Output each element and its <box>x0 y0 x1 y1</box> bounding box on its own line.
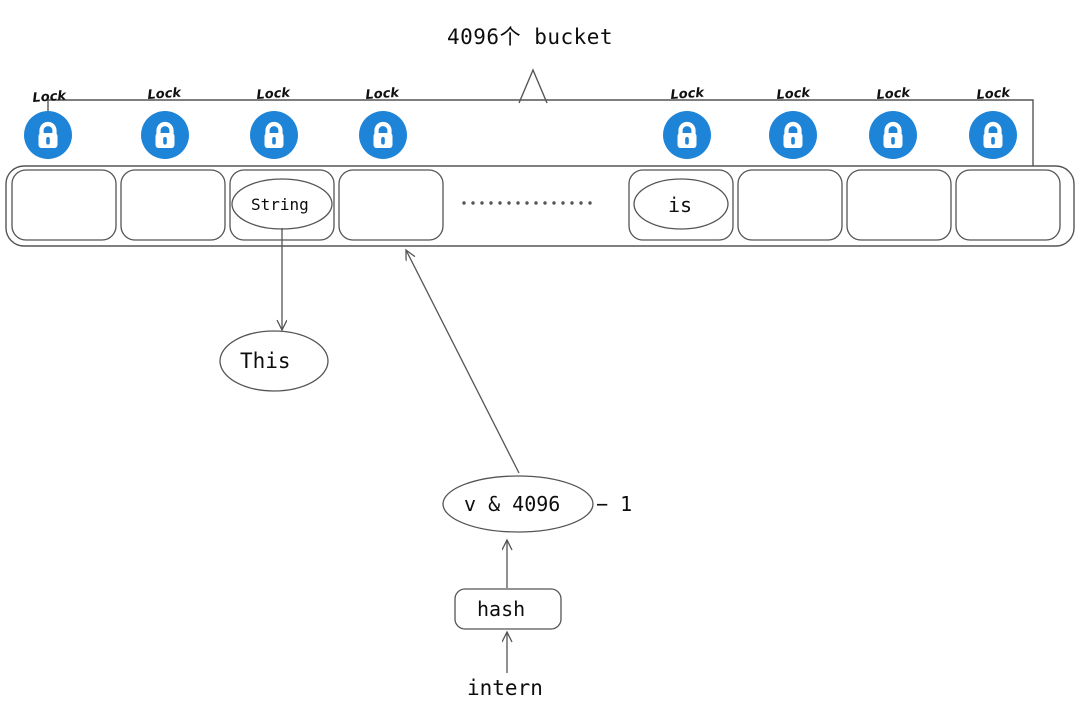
lock-icon-3[interactable] <box>359 111 407 159</box>
bucket-cell <box>11 169 117 241</box>
bucket-cell <box>955 169 1061 241</box>
hash-node-box <box>454 588 562 630</box>
intern-node-label: intern <box>467 676 543 700</box>
this-node-label: This <box>240 349 291 373</box>
lock-label-4: Lock <box>670 85 705 103</box>
is-node-ellipse <box>633 178 729 230</box>
bucket-cell <box>737 169 843 241</box>
lock-label-0: Lock <box>32 88 67 106</box>
is-node-label: is <box>668 193 693 217</box>
lock-label-2: Lock <box>256 85 291 103</box>
lock-label-3: Lock <box>365 85 400 103</box>
lock-icon-1[interactable] <box>141 111 189 159</box>
lock-icon-2[interactable] <box>250 111 298 159</box>
lock-icon-7[interactable] <box>969 111 1017 159</box>
mask-node-label: v & 4096 <box>464 492 561 516</box>
lock-label-5: Lock <box>776 85 811 103</box>
this-node-ellipse <box>219 330 329 392</box>
mask-node-suffix: − 1 <box>596 492 633 516</box>
hash-node-label: hash <box>477 597 526 621</box>
lock-icon-0[interactable] <box>24 111 72 159</box>
bucket-cell <box>338 169 444 241</box>
lock-icon-4[interactable] <box>663 111 711 159</box>
bucket-ellipsis <box>462 201 592 205</box>
page-title: 4096个 bucket <box>447 25 614 49</box>
lock-label-7: Lock <box>976 85 1011 103</box>
bucket-cell <box>120 169 226 241</box>
mask-to-bucket-arrow <box>406 250 520 474</box>
mask-node-ellipse <box>442 475 594 533</box>
lock-label-1: Lock <box>147 85 182 103</box>
lock-icon-5[interactable] <box>769 111 817 159</box>
lock-icon-6[interactable] <box>869 111 917 159</box>
bucket-cell <box>846 169 952 241</box>
string-node-label: String <box>251 195 309 214</box>
lock-label-6: Lock <box>876 85 911 103</box>
